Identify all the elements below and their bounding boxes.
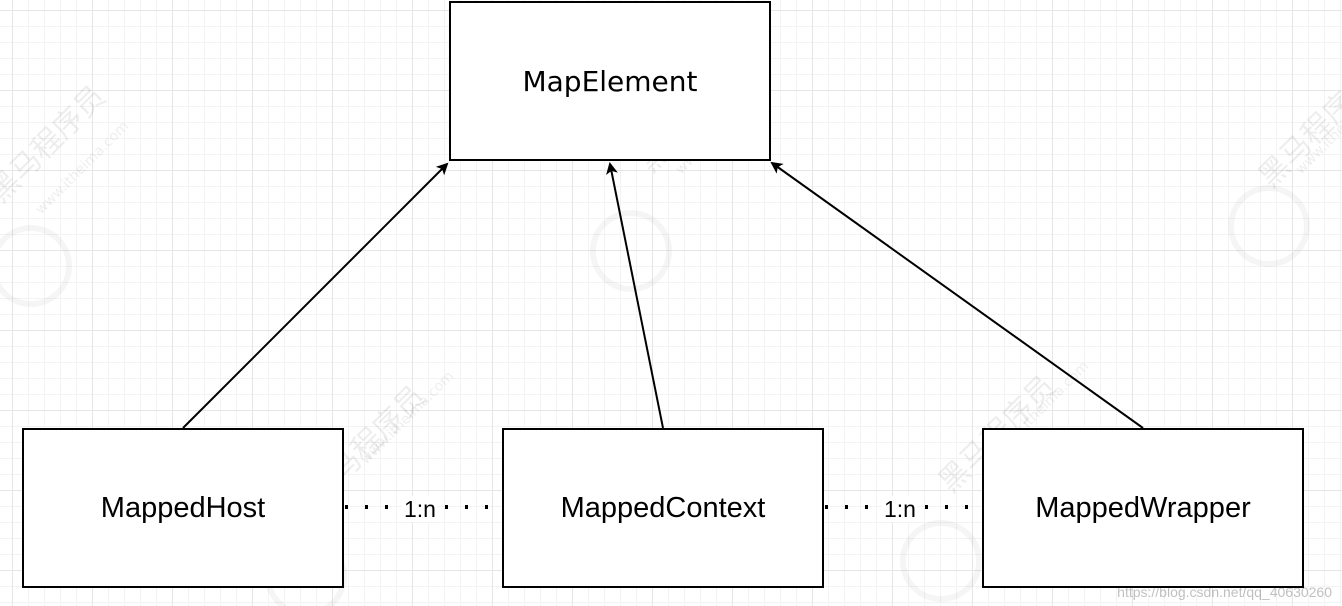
- edge-host-to-element: [182, 162, 449, 429]
- node-mapped-wrapper[interactable]: MappedWrapper: [982, 428, 1304, 588]
- edge-label-context-wrapper: 1:n: [882, 496, 918, 522]
- node-mapped-host[interactable]: MappedHost: [22, 428, 344, 588]
- node-map-element[interactable]: MapElement: [449, 1, 771, 161]
- edge-context-to-element: [606, 162, 664, 429]
- node-mapped-context[interactable]: MappedContext: [502, 428, 824, 588]
- edge-wrapper-to-element: [770, 161, 1144, 429]
- url-watermark: https://blog.csdn.net/qq_40630260: [1117, 584, 1332, 600]
- edge-label-host-context: 1:n: [402, 496, 438, 522]
